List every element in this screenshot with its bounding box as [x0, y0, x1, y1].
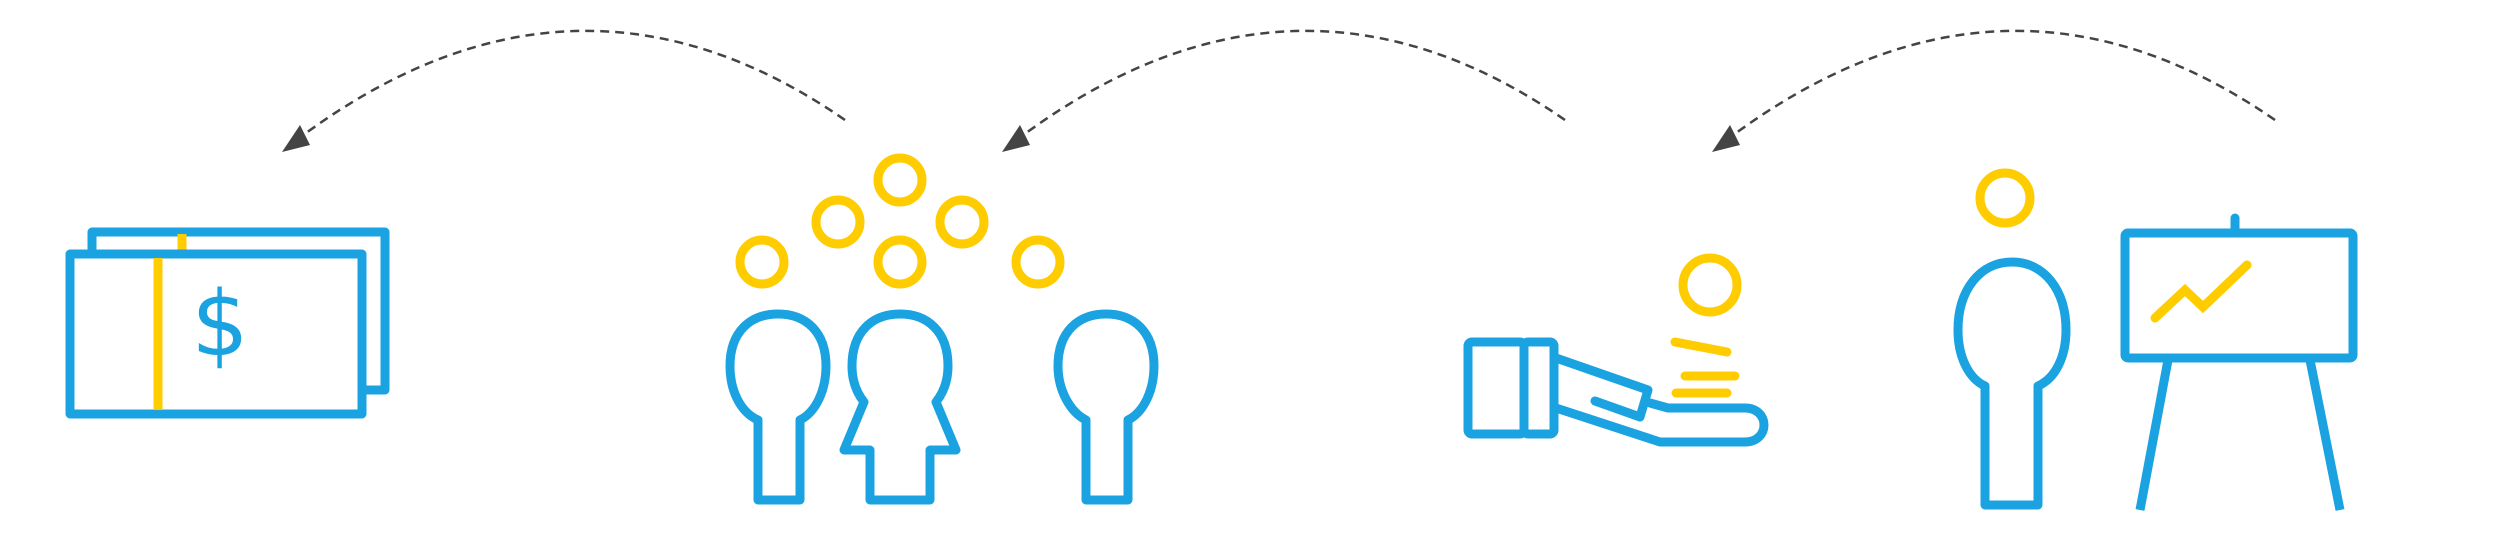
- person-middle: [839, 309, 961, 505]
- trend-line-icon: [2150, 260, 2252, 323]
- arrow-1-to-money: [282, 29, 846, 152]
- person-right: [1053, 309, 1159, 505]
- crowd-funding-icon: [725, 153, 1159, 505]
- presenter-chart-icon: [1953, 168, 2358, 511]
- arrow-3-to-hand: [1712, 29, 2276, 152]
- chart-board: [2120, 228, 2358, 363]
- arrowhead-icon: [1002, 125, 1030, 152]
- arrow-2-to-crowd: [1002, 29, 1566, 152]
- coins: [735, 153, 1065, 289]
- presenter-body: [1953, 257, 2071, 510]
- money-bills-icon: $: [65, 227, 390, 419]
- presenter-head: [1975, 168, 2035, 228]
- arrowhead-icon: [282, 125, 310, 152]
- hand-giving-coins-icon: [1463, 253, 1769, 447]
- arrowhead-icon: [1712, 125, 1740, 152]
- person-left: [725, 309, 831, 505]
- dollar-sign-icon: $: [191, 272, 248, 377]
